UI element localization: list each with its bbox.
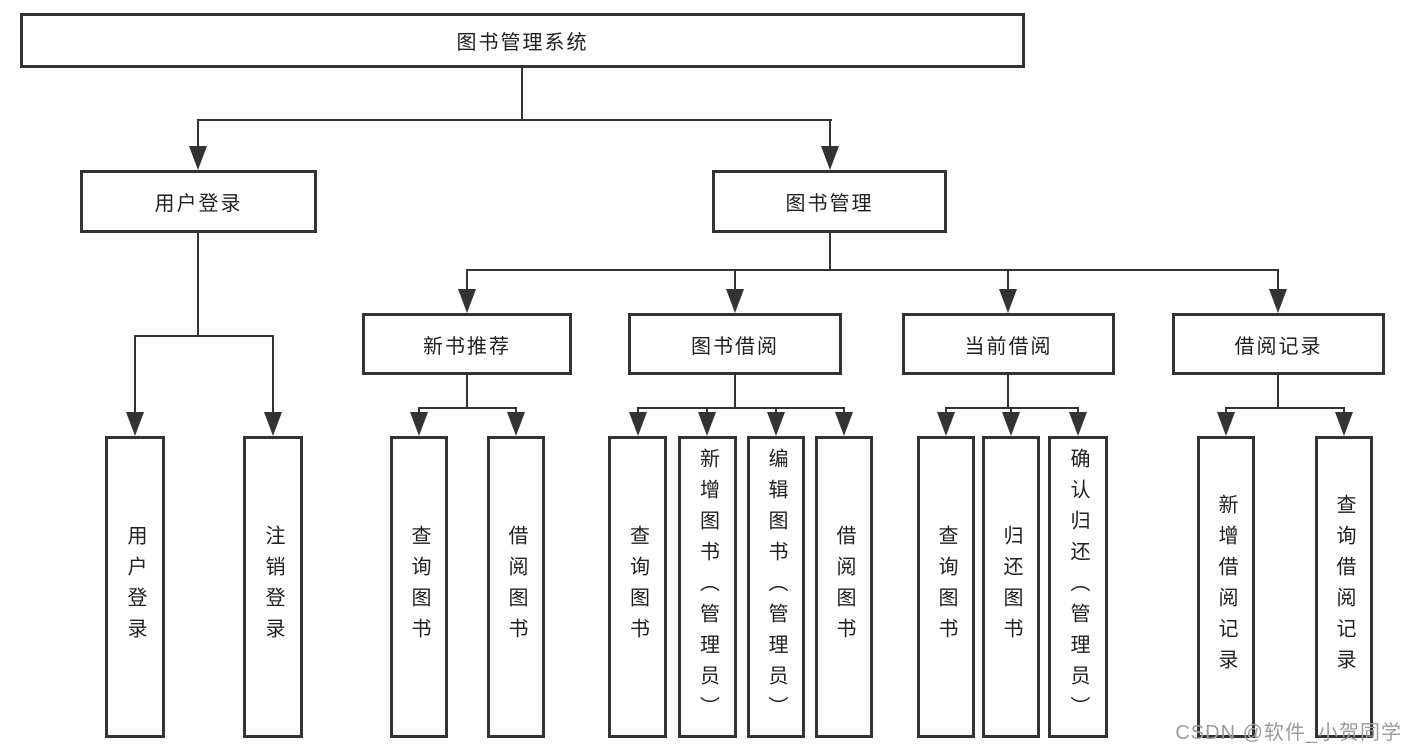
- node-label: 确认归还（管理员）: [1067, 447, 1089, 727]
- node-book-management: 图书管理: [712, 170, 947, 233]
- node-label: 新书推荐: [423, 335, 511, 358]
- leaf-return-books: 归还图书: [982, 436, 1040, 738]
- node-label: 当前借阅: [964, 335, 1053, 358]
- connector-drop: [1007, 375, 1009, 408]
- node-current-borrow: 当前借阅: [902, 313, 1115, 375]
- connector-arrow-shaft: [1010, 407, 1012, 415]
- arrow-down-icon: [1269, 289, 1287, 313]
- connector-drop: [466, 375, 468, 408]
- node-label: 借阅图书: [833, 525, 855, 649]
- arrow-down-icon: [1002, 412, 1020, 436]
- node-user-login: 用户登录: [80, 170, 317, 233]
- arrow-down-icon: [821, 146, 839, 170]
- leaf-query-books: 查询图书: [390, 436, 448, 738]
- node-label: 查询图书: [408, 525, 430, 649]
- node-label: 用户登录: [154, 193, 243, 215]
- arrow-down-icon: [410, 412, 428, 436]
- leaf-add-borrow-record: 新增借阅记录: [1197, 436, 1255, 738]
- arrow-down-icon: [767, 412, 785, 436]
- connector-arrow-shaft: [515, 407, 517, 415]
- arrow-down-icon: [126, 412, 144, 436]
- node-label: 借阅记录: [1234, 335, 1323, 358]
- connector-drop: [734, 375, 736, 408]
- connector-root-drop: [521, 68, 523, 120]
- node-root-library-system: 图书管理系统: [20, 13, 1025, 68]
- connector-drop: [1277, 375, 1279, 408]
- arrow-down-icon: [264, 412, 282, 436]
- leaf-logout: 注销登录: [243, 436, 303, 738]
- connector-arrow-shaft: [1077, 407, 1079, 415]
- connector-level2-branch: [197, 119, 832, 121]
- node-label: 查询图书: [935, 525, 957, 649]
- connector-arrow-shaft: [637, 407, 639, 415]
- leaf-add-books-admin: 新增图书（管理员）: [678, 436, 737, 738]
- arrow-down-icon: [937, 412, 955, 436]
- node-label: 新增借阅记录: [1215, 494, 1237, 680]
- connector-arrow-shaft: [1343, 407, 1345, 415]
- connector-arrow-shaft: [775, 407, 777, 415]
- connector-arrow-shaft: [1007, 269, 1009, 291]
- connector-arrow-shaft: [734, 269, 736, 291]
- connector-user-login-branch: [134, 335, 273, 337]
- leaf-query-books: 查询图书: [608, 436, 667, 738]
- leaf-borrow-books: 借阅图书: [487, 436, 545, 738]
- arrow-down-icon: [726, 289, 744, 313]
- node-new-book-recommend: 新书推荐: [362, 313, 572, 375]
- connector-arrow-shaft: [706, 407, 708, 415]
- node-label: 借阅图书: [505, 525, 527, 649]
- leaf-confirm-return-admin: 确认归还（管理员）: [1048, 436, 1108, 738]
- connector-arrow-shaft: [466, 269, 468, 291]
- arrow-down-icon: [629, 412, 647, 436]
- connector-arrow-shaft: [134, 335, 136, 414]
- connector-arrow-shaft: [843, 407, 845, 415]
- connector-arrow-shaft: [1225, 407, 1227, 415]
- node-label: 图书借阅: [691, 335, 779, 358]
- connector-branch: [1226, 407, 1345, 409]
- node-label: 查询图书: [626, 525, 649, 649]
- connector-book-mgmt-drop: [829, 233, 831, 271]
- connector-arrow-shaft: [197, 119, 199, 148]
- node-label: 图书管理: [785, 193, 874, 215]
- connector-arrow-shaft: [829, 119, 831, 148]
- node-book-borrow: 图书借阅: [628, 313, 842, 375]
- connector-user-login-drop: [197, 233, 199, 336]
- connector-arrow-shaft: [272, 335, 274, 414]
- node-borrow-records: 借阅记录: [1172, 313, 1385, 375]
- arrow-down-icon: [698, 412, 716, 436]
- node-label: 归还图书: [1000, 525, 1022, 649]
- node-label: 编辑图书（管理员）: [765, 447, 787, 727]
- arrow-down-icon: [189, 146, 207, 170]
- connector-arrow-shaft: [418, 407, 420, 415]
- node-label: 用户登录: [124, 525, 146, 649]
- leaf-user-login: 用户登录: [105, 436, 165, 738]
- arrow-down-icon: [835, 412, 853, 436]
- leaf-query-borrow-record: 查询借阅记录: [1315, 436, 1373, 738]
- connector-branch: [946, 407, 1079, 409]
- connector-arrow-shaft: [1277, 269, 1279, 291]
- node-label: 图书管理系统: [456, 32, 589, 54]
- connector-level3-branch: [466, 269, 1279, 271]
- connector-branch: [638, 407, 845, 409]
- leaf-edit-books-admin: 编辑图书（管理员）: [747, 436, 805, 738]
- arrow-down-icon: [1335, 412, 1353, 436]
- node-label: 新增图书（管理员）: [696, 447, 719, 727]
- node-label: 查询借阅记录: [1333, 494, 1355, 680]
- arrow-down-icon: [507, 412, 525, 436]
- arrow-down-icon: [1069, 412, 1087, 436]
- connector-branch: [419, 407, 517, 409]
- arrow-down-icon: [999, 289, 1017, 313]
- arrow-down-icon: [1217, 412, 1235, 436]
- leaf-query-books: 查询图书: [917, 436, 975, 738]
- csdn-watermark: CSDN @软件_小贺同学: [1175, 722, 1402, 744]
- node-label: 注销登录: [262, 525, 284, 649]
- arrow-down-icon: [458, 289, 476, 313]
- leaf-borrow-books: 借阅图书: [815, 436, 873, 738]
- connector-arrow-shaft: [945, 407, 947, 415]
